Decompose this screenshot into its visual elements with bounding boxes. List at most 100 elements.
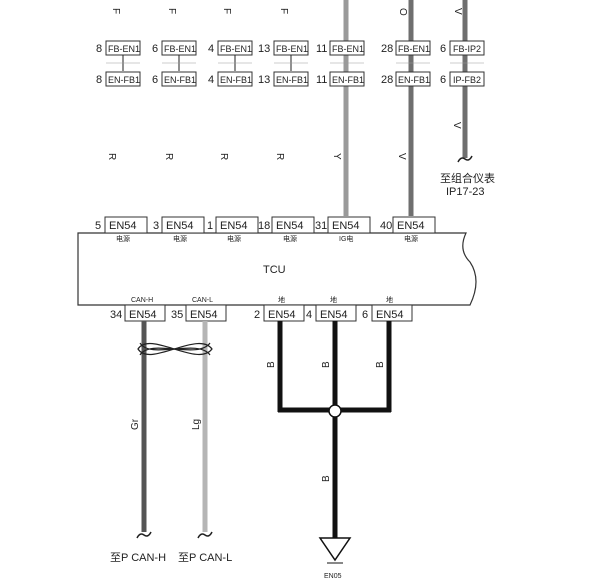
- connector-pair-2: 6 FB-EN1 6 EN-FB1: [152, 40, 197, 87]
- module-pin: 31: [315, 220, 327, 232]
- module-conn: EN54: [220, 220, 248, 232]
- bottom-signal: 地: [278, 295, 285, 304]
- cluster-wire-end: [457, 155, 473, 163]
- lower-pin: 8: [96, 74, 102, 86]
- can-l-color: Lg: [191, 419, 202, 430]
- connector-pair-7: 6 FB-IP2 6 IP-FB2: [440, 40, 485, 87]
- can-h-color: Gr: [130, 418, 141, 430]
- wire-color-5: Y: [331, 153, 342, 160]
- module-conn-box: [392, 216, 436, 234]
- module-signal: 电源: [116, 234, 130, 243]
- wire-color-2: R: [163, 153, 174, 160]
- ground-color-4: B: [321, 361, 332, 368]
- upper-label: FB-EN1: [220, 44, 252, 54]
- bottom-conn: EN54: [268, 309, 296, 321]
- bottom-signal: CAN-L: [192, 297, 213, 304]
- connector-pair-4: 13 FB-EN1 13 EN-FB1: [258, 40, 309, 87]
- upper-pin: 6: [440, 43, 446, 55]
- upper-box: [329, 40, 365, 56]
- upper-label: FB-EN1: [164, 44, 196, 54]
- lower-label: EN-FB1: [332, 75, 364, 85]
- upper-label: FB-EN1: [398, 44, 430, 54]
- bottom-pin: 34: [110, 309, 122, 321]
- upper-pin: 8: [96, 43, 102, 55]
- upper-pin: 13: [258, 43, 270, 55]
- ground-trunk-color: B: [321, 475, 332, 482]
- ground-color-6: B: [375, 361, 386, 368]
- cut-label-1: F: [110, 8, 121, 14]
- top-wire-color-labels: R R R R Y V V: [106, 122, 462, 160]
- lower-label: EN-FB1: [276, 75, 308, 85]
- splice-point: [328, 404, 342, 418]
- wire-color-6: V: [396, 153, 407, 160]
- module-conn: EN54: [166, 220, 194, 232]
- lower-pin: 28: [381, 74, 393, 86]
- lower-box: [273, 71, 309, 87]
- cluster-note-line2: IP17-23: [446, 186, 485, 198]
- tcu-label: TCU: [263, 264, 286, 276]
- lower-box: [217, 71, 253, 87]
- module-pin: 1: [207, 220, 213, 232]
- can-h-end: [136, 531, 152, 539]
- cut-label-3: F: [221, 8, 232, 14]
- connector-pair-3: 4 FB-EN1 4 EN-FB1: [208, 40, 253, 87]
- bottom-pin: 4: [306, 309, 312, 321]
- lower-box: [449, 71, 485, 87]
- lower-box: [395, 71, 431, 87]
- lower-label: EN-FB1: [220, 75, 252, 85]
- lower-pin: 13: [258, 74, 270, 86]
- cut-label-2: F: [166, 8, 177, 14]
- upper-pin: 4: [208, 43, 214, 55]
- bottom-conn: EN54: [129, 309, 157, 321]
- module-pin: 3: [153, 220, 159, 232]
- module-conn: EN54: [397, 220, 425, 232]
- lower-box: [329, 71, 365, 87]
- wire-color-7: V: [451, 122, 462, 129]
- top-connectors: 8 FB-EN1 8 EN-FB1 6 FB-EN1 6 EN-FB1 4 FB…: [96, 40, 485, 87]
- bottom-signal: 地: [386, 295, 393, 304]
- upper-box: [395, 40, 431, 56]
- module-conn-box: [215, 216, 259, 234]
- lower-box: [105, 71, 141, 87]
- bottom-pin: 2: [254, 309, 260, 321]
- lower-label: IP-FB2: [453, 75, 481, 85]
- module-signal: 电源: [283, 234, 297, 243]
- lower-label: EN-FB1: [164, 75, 196, 85]
- tcu-module: [77, 232, 477, 306]
- lower-pin: 6: [440, 74, 446, 86]
- upper-box: [449, 40, 485, 56]
- module-pin: 40: [380, 220, 392, 232]
- module-conn: EN54: [109, 220, 137, 232]
- bottom-conn-box: [263, 304, 305, 322]
- cut-label-6: O: [397, 8, 408, 16]
- can-l-dest: 至P CAN-L: [178, 552, 232, 564]
- connector-pair-5: 11 FB-EN1 11 EN-FB1: [316, 40, 365, 87]
- module-top-pins: 5 EN54 电源 3 EN54 电源 1 EN54 电源 18 EN54 电源…: [95, 216, 436, 243]
- upper-pin: 11: [316, 43, 327, 55]
- lower-box: [161, 71, 197, 87]
- module-conn: EN54: [332, 220, 360, 232]
- upper-pin: 28: [381, 43, 393, 55]
- module-pin: 18: [258, 220, 270, 232]
- can-wires: Gr Lg 至P CAN-H 至P CAN-L: [110, 321, 232, 564]
- cut-label-7: V: [452, 8, 463, 15]
- upper-label: FB-EN1: [108, 44, 140, 54]
- bottom-pin: 6: [362, 309, 368, 321]
- upper-pin: 6: [152, 43, 158, 55]
- upper-label: FB-IP2: [453, 44, 481, 54]
- upper-label: FB-EN1: [332, 44, 364, 54]
- ground-symbol-icon: [318, 537, 352, 562]
- lower-label: EN-FB1: [108, 75, 140, 85]
- module-conn-box: [104, 216, 148, 234]
- module-conn-box: [327, 216, 371, 234]
- module-signal: 电源: [227, 234, 241, 243]
- bottom-pin: 35: [171, 309, 183, 321]
- lower-label: EN-FB1: [398, 75, 430, 85]
- module-conn: EN54: [276, 220, 304, 232]
- module-bottom-pins: CAN-H 34 EN54 CAN-L 35 EN54 地 2 EN54 地 4…: [110, 295, 413, 322]
- wire-color-4: R: [274, 153, 285, 160]
- wire-color-3: R: [218, 153, 229, 160]
- module-conn-box: [161, 216, 205, 234]
- module-signal: 电源: [173, 234, 187, 243]
- module-signal: 电源: [404, 234, 418, 243]
